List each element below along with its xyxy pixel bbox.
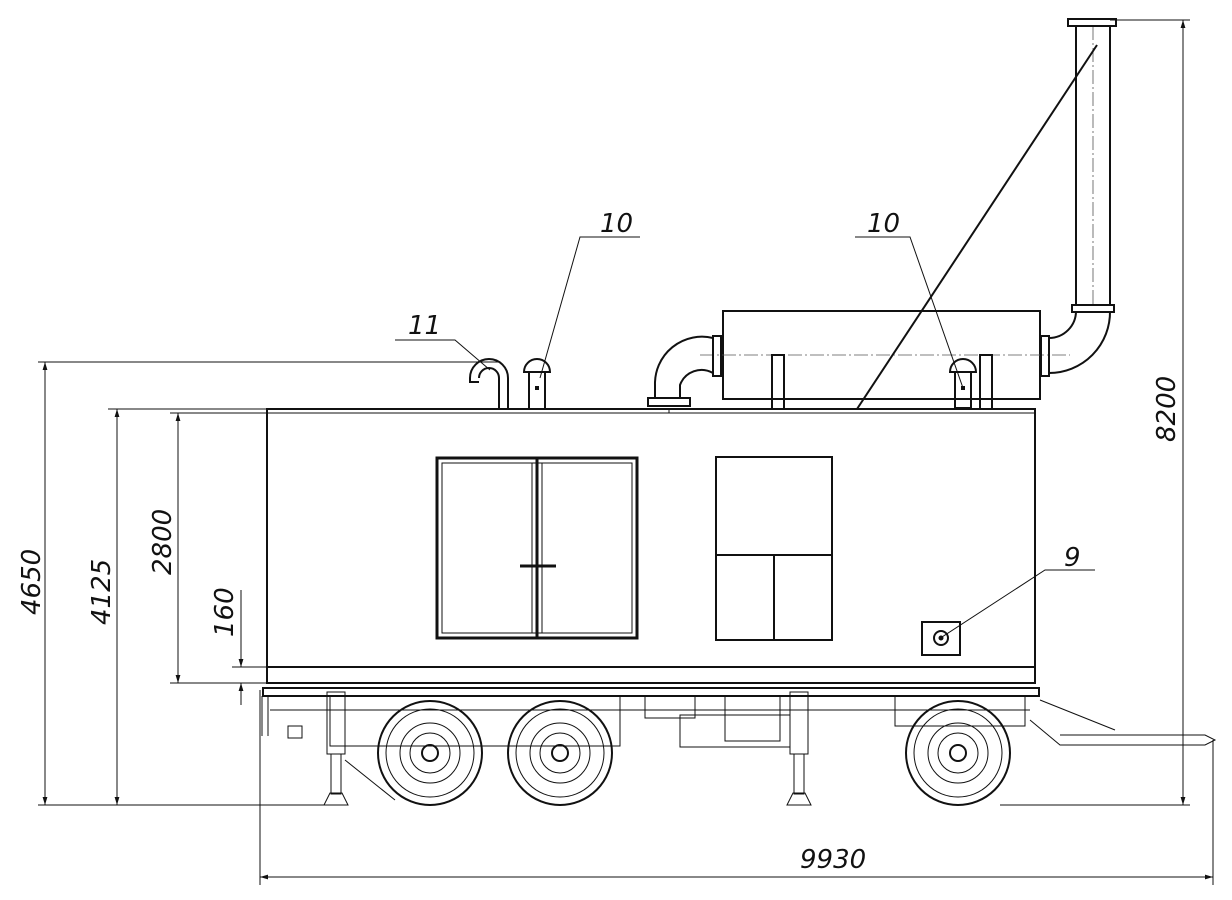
support-leg [786, 691, 812, 806]
dim-9930: 9930 [800, 845, 866, 875]
callout-9: 9 [1064, 543, 1081, 573]
callout-10-right: 10 [867, 209, 900, 239]
dimension-lines [42, 20, 1213, 880]
callout-11: 11 [408, 311, 441, 341]
callout-leaders [395, 236, 1095, 638]
louvre-window [715, 456, 833, 641]
wheel [377, 700, 483, 806]
dim-4125: 4125 [87, 559, 117, 625]
extension-lines [38, 19, 1214, 885]
vent-pipe-11 [469, 358, 509, 409]
dim-2800: 2800 [148, 509, 178, 575]
exhaust-muffler [647, 18, 1117, 410]
vent-cap-10-right [948, 358, 978, 409]
trailer-chassis [261, 687, 1217, 806]
wheel [905, 700, 1011, 806]
double-door [435, 456, 639, 640]
support-leg [323, 691, 349, 806]
dim-160: 160 [210, 587, 240, 637]
callout-10-left: 10 [600, 209, 633, 239]
dim-4650: 4650 [17, 549, 47, 615]
dim-8200: 8200 [1152, 376, 1182, 442]
vent-cap-10-left [522, 358, 552, 410]
container-body [266, 408, 1036, 684]
wheel [507, 700, 613, 806]
grounding-socket [921, 621, 961, 656]
